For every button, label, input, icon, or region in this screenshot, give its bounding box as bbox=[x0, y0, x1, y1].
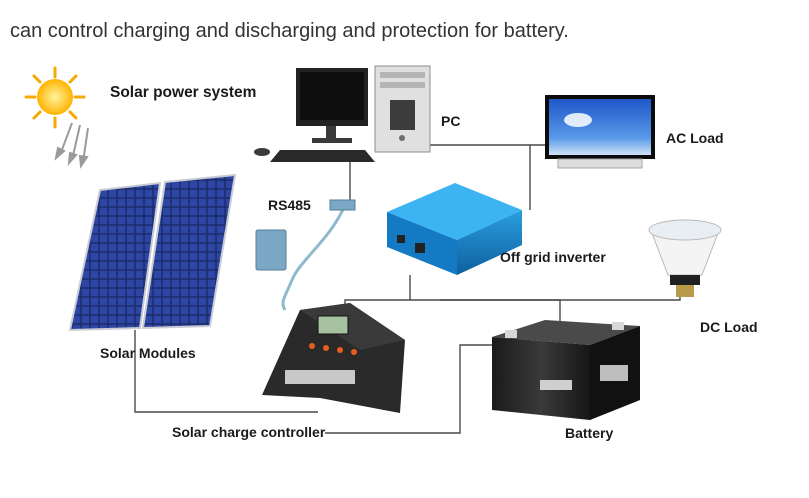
pc-monitor-icon bbox=[296, 68, 368, 143]
pc-tower-icon bbox=[374, 65, 431, 153]
rs485-label: RS485 bbox=[268, 197, 311, 213]
charge-controller-label: Solar charge controller bbox=[172, 424, 326, 440]
ac-load-label: AC Load bbox=[666, 130, 724, 146]
dc-load-bulb-icon bbox=[648, 219, 722, 297]
charge-controller-icon bbox=[262, 303, 405, 413]
solar-modules-label: Solar Modules bbox=[100, 345, 196, 361]
keyboard-icon bbox=[254, 148, 375, 162]
caption-text: can control charging and discharging and… bbox=[10, 20, 569, 42]
sun-icon bbox=[24, 66, 86, 129]
solar-panel-right-icon bbox=[141, 173, 237, 330]
pc-label: PC bbox=[441, 113, 460, 129]
rs485-cable-icon bbox=[255, 199, 356, 311]
inverter-icon bbox=[387, 183, 522, 275]
sun-ray-arrows-icon bbox=[54, 122, 89, 169]
dc-load-label: DC Load bbox=[700, 319, 758, 335]
ac-load-tv-icon bbox=[545, 95, 655, 169]
battery-icon bbox=[492, 320, 640, 420]
solar-panel-left-icon bbox=[68, 181, 162, 332]
inverter-label: Off grid inverter bbox=[500, 249, 606, 265]
battery-label: Battery bbox=[565, 425, 613, 441]
diagram-title: Solar power system bbox=[110, 84, 256, 101]
